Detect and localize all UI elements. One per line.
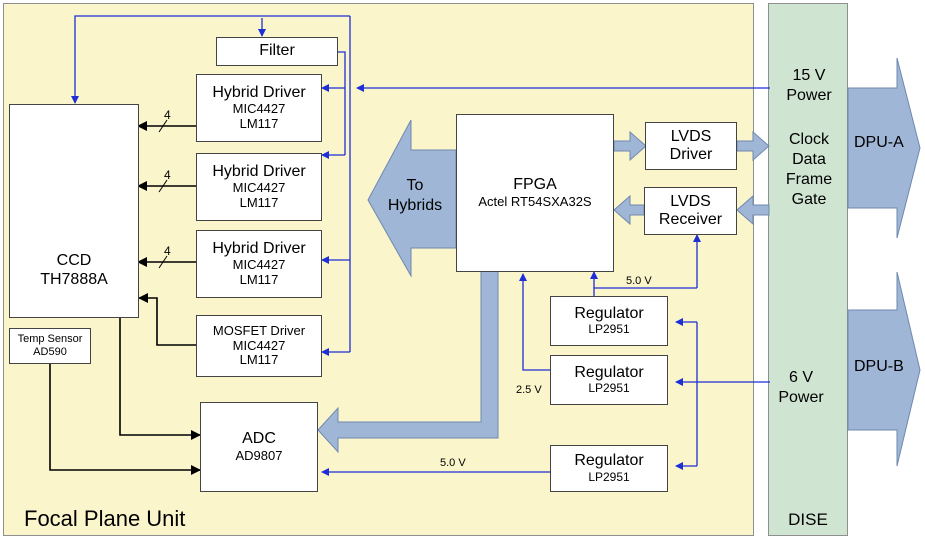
- voltage-5v-bottom: 5.0 V: [440, 457, 466, 469]
- to-hybrids-label: To Hybrids: [384, 176, 446, 216]
- power-6v-value: 6 V: [771, 368, 831, 388]
- to-hybrids-line1: To: [384, 176, 446, 196]
- hybrid-driver-1-reg: LM117: [240, 117, 279, 132]
- lvds-driver-line1: LVDS: [671, 128, 712, 146]
- temp-sensor-title: Temp Sensor: [18, 333, 83, 346]
- adc-block: ADC AD9807: [200, 402, 318, 492]
- temp-sensor-part: AD590: [33, 346, 67, 359]
- hybrid-driver-1-part: MIC4427: [233, 102, 286, 117]
- hybrid-driver-2: Hybrid Driver MIC4427 LM117: [196, 153, 322, 221]
- regulator-2-title: Regulator: [574, 364, 643, 382]
- lvds-receiver-to-fpga-arrow: [614, 196, 644, 224]
- lvds-receiver-line1: LVDS: [670, 193, 711, 211]
- bus-width-3: 4: [164, 244, 171, 258]
- dpu-b-label: DPU-B: [854, 358, 904, 376]
- power-15v-label: 15 V Power: [771, 66, 847, 106]
- fpu-title: Focal Plane Unit: [24, 506, 185, 532]
- fpga-title: FPGA: [513, 176, 557, 194]
- interface-signals: Clock Data Frame Gate: [771, 130, 847, 210]
- hybrid-driver-2-reg: LM117: [240, 196, 279, 211]
- regulator-3: Regulator LP2951: [550, 445, 668, 492]
- fpga-part: Actel RT54SXA32S: [478, 195, 591, 210]
- hybrid-driver-2-part: MIC4427: [233, 181, 286, 196]
- hybrid-driver-1-title: Hybrid Driver: [212, 84, 305, 102]
- signal-clock: Clock: [771, 130, 847, 150]
- adc-title: ADC: [242, 430, 276, 448]
- temp-sensor-block: Temp Sensor AD590: [9, 328, 91, 364]
- dise-title: DISE: [768, 510, 848, 530]
- power-6v-word: Power: [771, 388, 831, 408]
- mosfet-driver-reg: LM117: [240, 353, 279, 368]
- signal-gate: Gate: [771, 190, 847, 210]
- ccd-title: CCD: [57, 252, 92, 270]
- regulator-2-part: LP2951: [588, 382, 629, 396]
- hybrid-driver-2-title: Hybrid Driver: [212, 163, 305, 181]
- regulator-1-part: LP2951: [588, 323, 629, 337]
- voltage-2v5: 2.5 V: [516, 384, 542, 396]
- fpga-to-lvds-driver-arrow: [614, 132, 646, 160]
- mosfet-driver-block: MOSFET Driver MIC4427 LM117: [196, 315, 322, 377]
- lvds-driver-line2: Driver: [670, 146, 713, 164]
- hybrid-driver-3-title: Hybrid Driver: [212, 240, 305, 258]
- regulator-1-title: Regulator: [574, 305, 643, 323]
- lvds-receiver-block: LVDS Receiver: [644, 187, 737, 235]
- filter-label: Filter: [259, 42, 295, 60]
- dpu-a-label: DPU-A: [854, 134, 904, 152]
- power-15v-value: 15 V: [771, 66, 847, 86]
- hybrid-driver-3: Hybrid Driver MIC4427 LM117: [196, 230, 322, 298]
- hybrid-driver-3-part: MIC4427: [233, 258, 286, 273]
- fpga-block: FPGA Actel RT54SXA32S: [456, 114, 614, 272]
- voltage-5v-top: 5.0 V: [626, 275, 652, 287]
- lvds-driver-to-dise-arrow: [737, 132, 769, 160]
- bus-width-1: 4: [164, 108, 171, 122]
- to-hybrids-line2: Hybrids: [384, 196, 446, 216]
- hybrid-driver-3-reg: LM117: [240, 273, 279, 288]
- hybrid-driver-1: Hybrid Driver MIC4427 LM117: [196, 74, 322, 142]
- filter-block: Filter: [216, 37, 338, 66]
- bus-width-2: 4: [164, 168, 171, 182]
- regulator-3-title: Regulator: [574, 452, 643, 470]
- power-6v-label: 6 V Power: [771, 368, 831, 408]
- regulator-2: Regulator LP2951: [550, 355, 668, 405]
- lvds-driver-block: LVDS Driver: [645, 122, 737, 170]
- lvds-receiver-line2: Receiver: [659, 211, 722, 229]
- power-15v-word: Power: [771, 86, 847, 106]
- regulator-3-part: LP2951: [588, 471, 629, 485]
- signal-frame: Frame: [771, 170, 847, 190]
- adc-part: AD9807: [236, 449, 283, 464]
- ccd-block: CCD TH7888A: [9, 104, 139, 318]
- regulator-1: Regulator LP2951: [550, 296, 668, 346]
- mosfet-driver-part: MIC4427: [233, 339, 286, 354]
- dise-to-lvds-receiver-arrow: [737, 196, 769, 224]
- signal-data: Data: [771, 150, 847, 170]
- ccd-part: TH7888A: [40, 271, 108, 289]
- fpga-to-adc-arrow: [318, 271, 498, 452]
- mosfet-driver-title: MOSFET Driver: [213, 324, 305, 339]
